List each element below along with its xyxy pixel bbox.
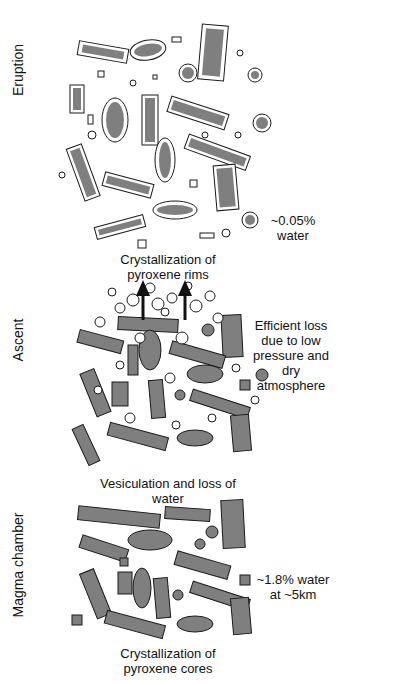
annotation-text: ~1.8% water at ~5km <box>253 572 333 602</box>
annotation-text: ~0.05% water <box>262 213 324 243</box>
stage-label: Magma chamber <box>11 512 26 617</box>
ascent-crystals <box>72 280 268 466</box>
annotation-text: Crystallization of pyroxene cores <box>93 646 243 676</box>
annotation-text: Crystallization of pyroxene rims <box>93 252 243 282</box>
eruption-crystals <box>59 24 271 248</box>
stage-label: Eruption <box>11 44 26 96</box>
annotation-text: Vesiculation and loss of water <box>98 476 238 506</box>
stage-label: Ascent <box>11 319 26 362</box>
chamber-crystals <box>72 499 252 638</box>
annotation-text: Efficient loss due to low pressure and d… <box>248 318 334 393</box>
gas-escape-arrow <box>136 280 192 320</box>
